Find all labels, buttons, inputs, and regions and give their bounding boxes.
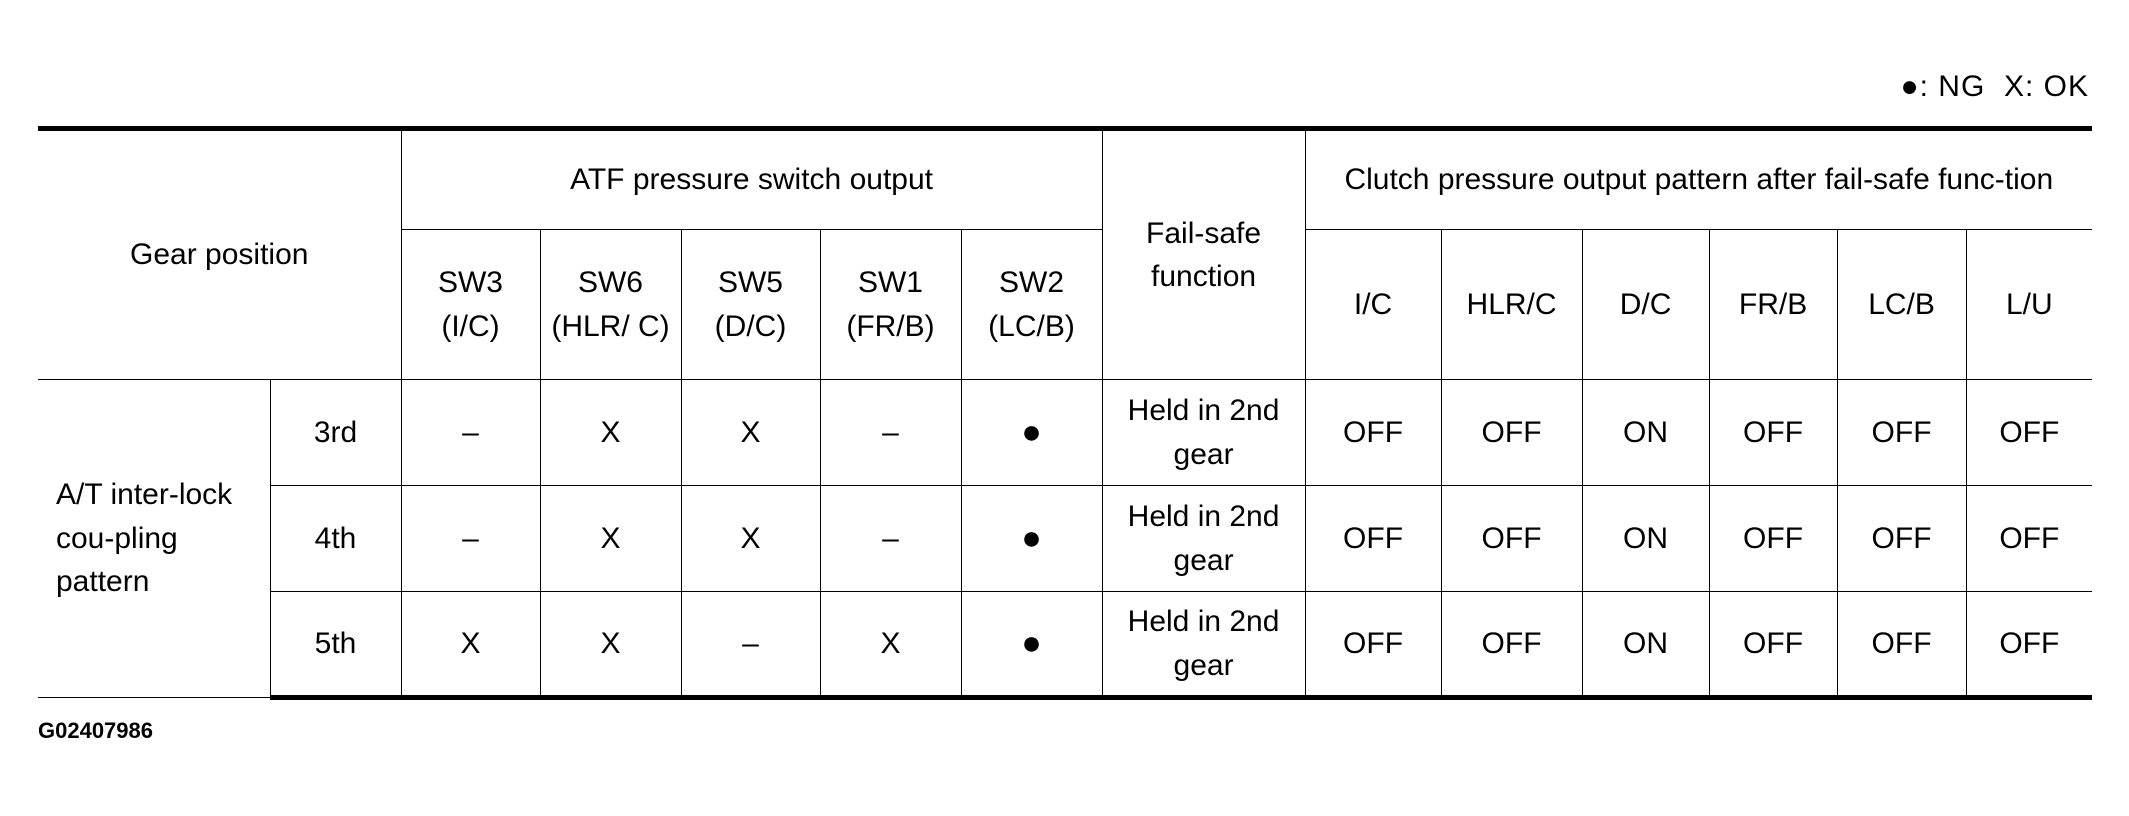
gear-cell: 5th (270, 591, 402, 700)
clutch-header: FR/B (1708, 229, 1838, 380)
failsafe-cell: Held in 2nd gear (1101, 485, 1306, 592)
clutch-cell: ON (1581, 485, 1710, 592)
atf-group-header: ATF pressure switch output (400, 126, 1103, 230)
failsafe-table: Gear position ATF pressure switch output… (38, 126, 2093, 700)
clutch-cell: OFF (1836, 485, 1967, 592)
table-row: A/T inter-lock cou-pling pattern 3rd – X… (38, 379, 2093, 698)
switch-cell: ● (960, 591, 1103, 700)
switch-cell: ● (960, 379, 1103, 486)
clutch-cell: OFF (1708, 379, 1838, 486)
clutch-cell: OFF (1440, 485, 1583, 592)
clutch-cell: ON (1581, 379, 1710, 486)
switch-header: SW1 (FR/B) (819, 229, 962, 380)
failsafe-cell: Held in 2nd gear (1101, 591, 1306, 700)
switch-cell: – (680, 591, 821, 700)
switch-cell: X (680, 485, 821, 592)
clutch-cell: OFF (1304, 379, 1442, 486)
clutch-header: HLR/C (1440, 229, 1583, 380)
switch-cell: X (539, 379, 682, 486)
table-row: 5th X X – X ● Held in 2nd gear OFF OFF O… (38, 591, 2093, 700)
row-group-label: A/T inter-lock cou-pling pattern (38, 379, 271, 698)
switch-cell: X (680, 379, 821, 486)
switch-cell: ● (960, 485, 1103, 592)
clutch-cell: OFF (1708, 485, 1838, 592)
figure-code: G02407986 (38, 718, 153, 743)
switch-cell: – (819, 379, 962, 486)
gear-cell: 4th (270, 485, 402, 592)
clutch-cell: OFF (1836, 379, 1967, 486)
switch-cell: – (400, 379, 541, 486)
switch-cell: X (400, 591, 541, 700)
switch-header: SW5 (D/C) (680, 229, 821, 380)
table-row: 4th – X X – ● Held in 2nd gear OFF OFF O… (38, 485, 2093, 592)
failsafe-header: Fail-safe function (1101, 126, 1306, 380)
clutch-header: D/C (1581, 229, 1710, 380)
switch-cell: X (539, 485, 682, 592)
clutch-cell: OFF (1440, 379, 1583, 486)
failsafe-cell: Held in 2nd gear (1101, 379, 1306, 486)
switch-cell: – (400, 485, 541, 592)
clutch-header: I/C (1304, 229, 1442, 380)
gear-position-header: Gear position (38, 126, 402, 380)
clutch-cell: OFF (1965, 591, 2093, 700)
clutch-cell: OFF (1965, 379, 2093, 486)
clutch-group-header: Clutch pressure output pattern after fai… (1304, 126, 2093, 230)
clutch-cell: OFF (1836, 591, 1967, 700)
clutch-cell: OFF (1440, 591, 1583, 700)
switch-header: SW2 (LC/B) (960, 229, 1103, 380)
legend: ●: NG X: OK (1901, 70, 2090, 104)
clutch-cell: ON (1581, 591, 1710, 700)
ng-dot-icon: ● (1900, 70, 1920, 103)
clutch-cell: OFF (1965, 485, 2093, 592)
legend-ok-text: X: OK (2003, 70, 2089, 103)
switch-cell: X (539, 591, 682, 700)
clutch-cell: OFF (1708, 591, 1838, 700)
switch-header: SW6 (HLR/ C) (539, 229, 682, 380)
legend-ng-text: : NG (1919, 70, 1986, 103)
clutch-header: LC/B (1836, 229, 1967, 380)
clutch-cell: OFF (1304, 591, 1442, 700)
gear-cell: 3rd (269, 379, 402, 486)
switch-cell: – (819, 485, 962, 592)
clutch-cell: OFF (1304, 485, 1442, 592)
clutch-header: L/U (1965, 229, 2093, 380)
switch-header: SW3 (I/C) (401, 229, 541, 380)
switch-cell: X (819, 591, 962, 700)
